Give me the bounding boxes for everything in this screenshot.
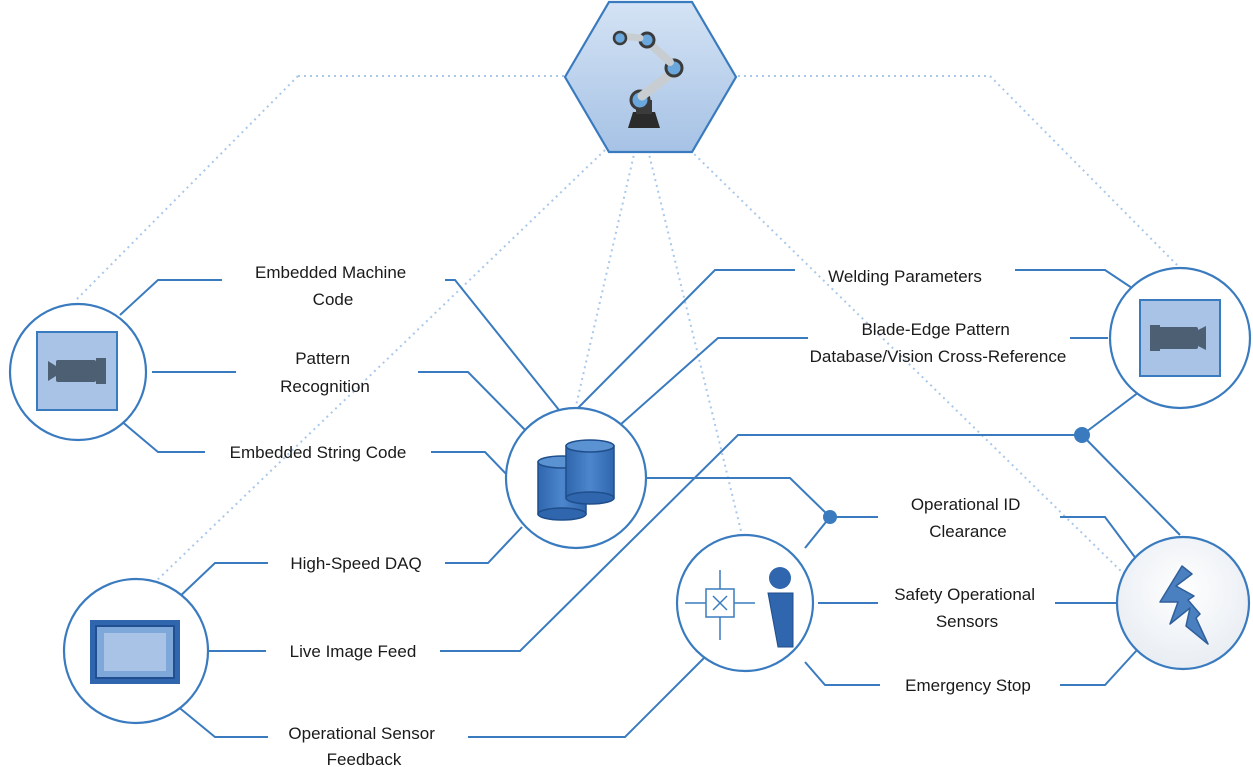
power-node[interactable] [1115, 535, 1251, 671]
label-operational-sensor-feedback: Operational Sensor Feedback [288, 724, 439, 767]
junction-dot-power [1074, 427, 1090, 443]
label-blade-edge-pattern: Blade-Edge Pattern Database/Vision Cross… [810, 320, 1067, 366]
label-live-image-feed: Live Image Feed [290, 642, 417, 661]
hub-dotted-links [75, 75, 1183, 586]
camera-icon [48, 358, 106, 384]
vision-left-node[interactable] [8, 302, 148, 442]
robot-arm-icon [612, 30, 684, 128]
junction-dot-safety [823, 510, 837, 524]
safety-node[interactable] [675, 533, 815, 673]
lightning-icon [1159, 565, 1209, 645]
label-high-speed-daq: High-Speed DAQ [290, 554, 421, 573]
robot-hub-node[interactable] [563, 0, 738, 154]
label-pattern-recognition: Pattern Recognition [280, 349, 370, 396]
monitor-icon [90, 620, 180, 684]
label-welding-parameters: Welding Parameters [828, 267, 982, 286]
label-emergency-stop: Emergency Stop [905, 676, 1031, 695]
database-node[interactable] [504, 406, 648, 550]
access-control-icon [685, 567, 794, 648]
camera-icon [1150, 325, 1206, 351]
label-embedded-string-code: Embedded String Code [230, 443, 407, 462]
solid-connectors [119, 269, 1181, 738]
database-icon [537, 439, 615, 521]
display-node[interactable] [62, 577, 210, 725]
label-safety-operational-sensors: Safety Operational Sensors [894, 585, 1040, 631]
vision-right-node[interactable] [1108, 266, 1252, 410]
label-operational-id-clearance: Operational ID Clearance [911, 495, 1025, 541]
label-embedded-machine-code: Embedded Machine Code [255, 263, 411, 309]
